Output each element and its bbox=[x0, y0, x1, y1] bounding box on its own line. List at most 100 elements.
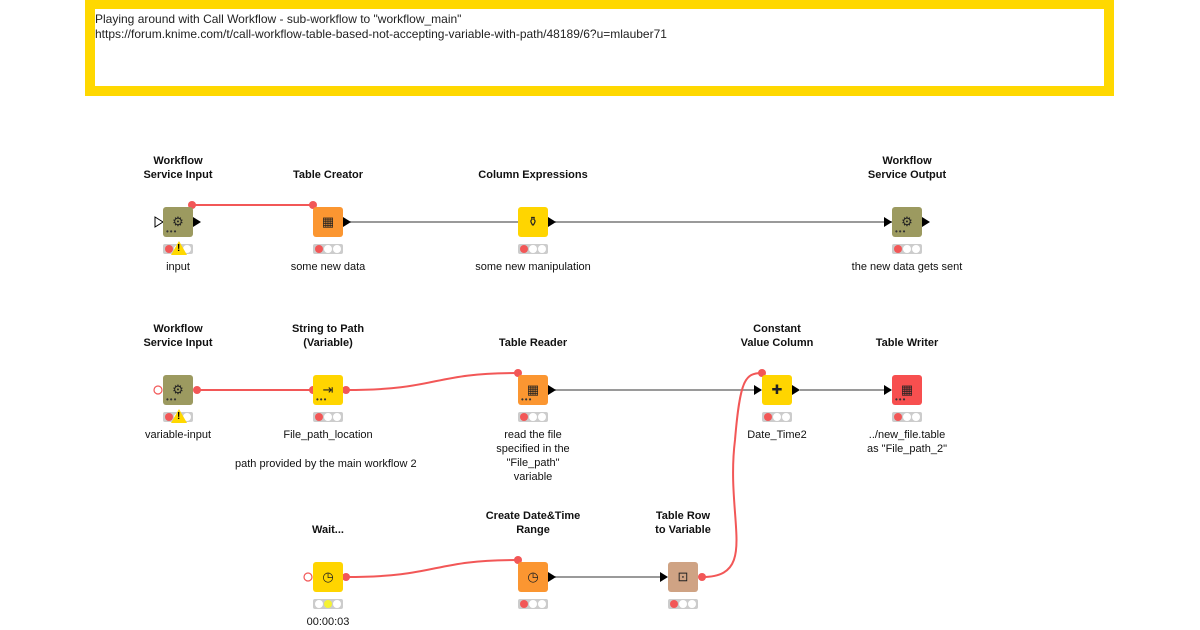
status-traffic-light bbox=[892, 244, 922, 254]
node-box[interactable]: ⇥••• bbox=[313, 375, 343, 405]
configure-dots-icon: ••• bbox=[521, 395, 533, 404]
status-light bbox=[669, 600, 678, 608]
node-title: Table Reader bbox=[498, 337, 568, 349]
status-light bbox=[314, 413, 323, 421]
status-light bbox=[688, 600, 697, 608]
node-label[interactable]: variable-input bbox=[144, 429, 212, 441]
table-plus-icon: ▦ bbox=[321, 214, 335, 229]
table-read-icon: ▦ bbox=[526, 382, 540, 397]
row-to-variable-icon: ⊡ bbox=[677, 569, 689, 584]
status-light bbox=[528, 245, 537, 253]
node-title: Constant Value Column bbox=[740, 323, 814, 349]
node-label[interactable]: File_path_location bbox=[283, 429, 373, 441]
bottle-icon: ⚱ bbox=[527, 214, 539, 229]
variable-connection[interactable] bbox=[701, 372, 763, 578]
node-label[interactable]: input bbox=[166, 261, 190, 273]
status-light bbox=[912, 245, 921, 253]
workflow-annotation[interactable]: Playing around with Call Workflow - sub-… bbox=[85, 0, 1114, 96]
warning-icon[interactable]: ! bbox=[171, 241, 187, 255]
node-label[interactable]: 00:00:03 bbox=[306, 616, 350, 628]
status-light bbox=[902, 245, 911, 253]
annotation-line-1: Playing around with Call Workflow - sub-… bbox=[95, 12, 462, 26]
status-light bbox=[314, 600, 323, 608]
status-light bbox=[519, 600, 528, 608]
warning-icon[interactable]: ! bbox=[171, 409, 187, 423]
configure-dots-icon: ••• bbox=[895, 227, 907, 236]
status-light bbox=[164, 413, 173, 421]
node-title: Workflow Service Input bbox=[143, 155, 213, 181]
node-box[interactable]: ✚ bbox=[762, 375, 792, 405]
node-label[interactable]: read the file specified in the "File_pat… bbox=[496, 429, 570, 483]
node-title: Workflow Service Output bbox=[867, 155, 947, 181]
status-light bbox=[183, 413, 192, 421]
node-box[interactable]: ⊡ bbox=[668, 562, 698, 592]
gear-icon: ⚙ bbox=[172, 382, 184, 397]
node-box[interactable]: ⚙••• bbox=[163, 207, 193, 237]
status-light bbox=[893, 245, 902, 253]
node-box[interactable]: ▦••• bbox=[518, 375, 548, 405]
status-traffic-light bbox=[762, 412, 792, 422]
status-light bbox=[519, 413, 528, 421]
node-box[interactable]: ▦••• bbox=[892, 375, 922, 405]
node-box[interactable]: ⚙••• bbox=[163, 375, 193, 405]
node-label[interactable]: some new manipulation bbox=[475, 261, 591, 273]
node-label[interactable]: ../new_file.table as "File_path_2" bbox=[867, 429, 947, 455]
variable-connection[interactable] bbox=[345, 559, 519, 578]
status-light bbox=[528, 600, 537, 608]
clock-arrow-icon: ◷ bbox=[527, 569, 539, 584]
configure-dots-icon: ••• bbox=[895, 395, 907, 404]
status-traffic-light bbox=[518, 599, 548, 609]
status-light bbox=[323, 245, 332, 253]
status-light bbox=[912, 413, 921, 421]
status-traffic-light bbox=[518, 412, 548, 422]
annotation-line-2: https://forum.knime.com/t/call-workflow-… bbox=[95, 27, 667, 41]
status-light bbox=[772, 413, 781, 421]
clock-icon: ◷ bbox=[322, 569, 334, 584]
node-box[interactable]: ▦ bbox=[313, 207, 343, 237]
status-light bbox=[902, 413, 911, 421]
status-light bbox=[538, 600, 547, 608]
node-title: Table Writer bbox=[875, 337, 939, 349]
status-light bbox=[528, 413, 537, 421]
node-title: Column Expressions bbox=[478, 169, 588, 181]
status-light bbox=[538, 413, 547, 421]
status-traffic-light bbox=[892, 412, 922, 422]
status-light bbox=[782, 413, 791, 421]
node-box[interactable]: ◷ bbox=[313, 562, 343, 592]
status-light bbox=[164, 245, 173, 253]
node-box[interactable]: ◷ bbox=[518, 562, 548, 592]
status-light bbox=[183, 245, 192, 253]
status-traffic-light bbox=[313, 412, 343, 422]
node-label[interactable]: Date_Time2 bbox=[747, 429, 807, 441]
node-title: Workflow Service Input bbox=[143, 323, 213, 349]
status-light bbox=[323, 600, 332, 608]
node-title: Create Date&Time Range bbox=[485, 510, 581, 536]
configure-dots-icon: ••• bbox=[166, 395, 178, 404]
gear-icon: ⚙ bbox=[901, 214, 913, 229]
column-plus-icon: ✚ bbox=[771, 382, 783, 397]
status-traffic-light bbox=[313, 599, 343, 609]
status-traffic-light bbox=[668, 599, 698, 609]
node-title: Table Row to Variable bbox=[655, 510, 711, 536]
status-light bbox=[323, 413, 332, 421]
variable-connection[interactable] bbox=[345, 372, 519, 391]
status-light bbox=[678, 600, 687, 608]
node-title: Table Creator bbox=[292, 169, 364, 181]
node-box[interactable]: ⚙••• bbox=[892, 207, 922, 237]
status-light bbox=[314, 245, 323, 253]
node-label[interactable]: some new data bbox=[290, 261, 366, 273]
path-icon: ⇥ bbox=[322, 382, 334, 397]
node-box[interactable]: ⚱ bbox=[518, 207, 548, 237]
node-title: Wait... bbox=[312, 524, 344, 536]
status-traffic-light bbox=[518, 244, 548, 254]
status-light bbox=[519, 245, 528, 253]
configure-dots-icon: ••• bbox=[166, 227, 178, 236]
node-label[interactable]: the new data gets sent bbox=[851, 261, 963, 273]
status-light bbox=[538, 245, 547, 253]
node-title: String to Path (Variable) bbox=[291, 323, 365, 349]
status-light bbox=[333, 600, 342, 608]
free-annotation[interactable]: path provided by the main workflow 2 bbox=[235, 458, 417, 470]
gear-icon: ⚙ bbox=[172, 214, 184, 229]
status-light bbox=[333, 245, 342, 253]
status-light bbox=[333, 413, 342, 421]
